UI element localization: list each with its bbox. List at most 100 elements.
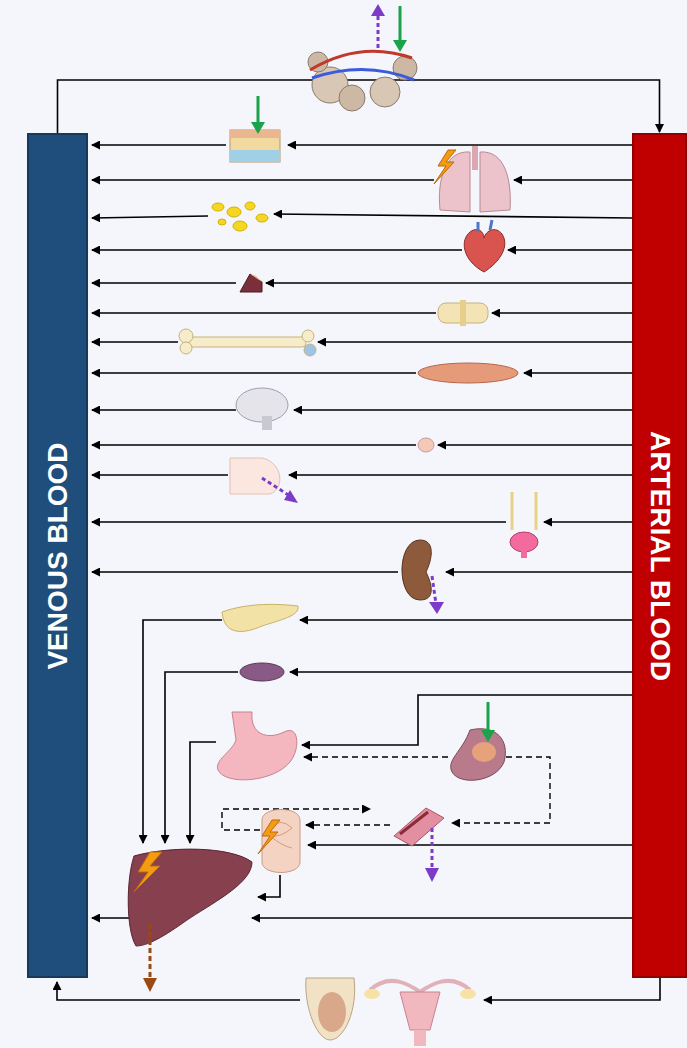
illustration-part [521, 550, 527, 558]
gut-lumen-icon [451, 729, 506, 781]
illustration-part [57, 982, 300, 1000]
illustration-part [143, 620, 222, 843]
illustration-part [370, 981, 470, 992]
lightning [434, 150, 456, 184]
illustration-part [218, 219, 226, 225]
illustration-part [92, 521, 506, 523]
illustration-part [274, 214, 632, 218]
illustration-part [92, 144, 226, 146]
illustration-part [431, 828, 434, 870]
illustration-part [492, 312, 632, 314]
kidney-icon [402, 540, 431, 600]
illustration-part [510, 532, 538, 552]
illustration-part [251, 122, 265, 134]
illustration-part [364, 989, 380, 999]
illustration-part [262, 478, 290, 496]
illustration-part [258, 875, 280, 897]
lightning [258, 820, 280, 854]
illustration-part [544, 521, 632, 523]
alveoli-icon [308, 51, 417, 111]
illustration-part [446, 571, 632, 573]
blood-compartment: ARTERIAL BLOOD [632, 133, 687, 978]
illustration-part [371, 4, 385, 16]
bone-icon [179, 329, 316, 356]
illustration-part [524, 372, 632, 374]
pancreas-icon [222, 604, 298, 631]
illustration-part [300, 619, 632, 621]
illustration-part [514, 179, 632, 181]
illustration-part [92, 249, 462, 251]
illustration-part [92, 474, 228, 476]
illustration-part [294, 409, 632, 411]
illustration-part [508, 249, 632, 251]
illustration-part [233, 221, 247, 231]
illustration-part [425, 868, 439, 882]
illustration-part [149, 924, 152, 980]
illustration-part [179, 329, 193, 343]
illustration-part [308, 844, 632, 846]
muscle-icon [418, 363, 518, 383]
illustration-part [400, 812, 428, 834]
illustration-part [318, 992, 346, 1032]
illustration-part [402, 540, 431, 600]
illustration-part [92, 571, 398, 573]
illustration-part [230, 130, 280, 162]
illustration-part [304, 344, 316, 356]
skin-icon-2 [230, 458, 280, 494]
rest-icon [240, 274, 262, 292]
illustration-part [318, 341, 632, 343]
flow-arrows [57, 145, 660, 1000]
illustration-part [312, 69, 414, 80]
illustration-part [92, 282, 236, 284]
illustration-part [190, 742, 216, 843]
illustration-part [460, 989, 476, 999]
illustration-part [143, 978, 157, 992]
green-in [399, 6, 402, 42]
illustration-part [512, 492, 536, 530]
illustration-part [92, 312, 436, 314]
illustration-part [245, 202, 255, 210]
illustration-part [92, 409, 236, 411]
illustration-part [472, 146, 478, 170]
illustration-part [480, 152, 510, 212]
blood-compartment: VENOUS BLOOD [27, 133, 88, 978]
bladder-icon [510, 492, 538, 558]
illustration-part [478, 220, 492, 232]
illustration-part [92, 372, 416, 374]
purple-out [377, 14, 380, 48]
illustration-part [284, 490, 298, 503]
illustration-part [487, 702, 490, 732]
illustration-part [438, 444, 632, 446]
illustration-part [304, 756, 448, 757]
illustration-part [432, 576, 436, 604]
liver-icon [128, 849, 252, 946]
illustration-part [212, 203, 224, 211]
illustration-part [393, 40, 407, 52]
illustration-part [481, 730, 495, 742]
illustration-part [472, 742, 496, 762]
illustration-part [92, 179, 434, 181]
illustration-part [310, 51, 412, 70]
illustration-part [290, 671, 632, 673]
illustration-part [92, 917, 130, 919]
illustration-part [188, 337, 306, 347]
illustration-part [484, 978, 660, 1000]
illustration-part [262, 416, 272, 430]
illustration-part [230, 130, 280, 138]
illustration-part [429, 602, 444, 614]
gonads-icon [306, 978, 476, 1046]
illustration-part [460, 300, 466, 326]
illustration-part [414, 1030, 426, 1046]
illustration-part [252, 917, 632, 919]
lumen-icon [394, 808, 444, 846]
illustration-part [302, 330, 314, 342]
adipose-icon [212, 202, 268, 231]
skin-icon [230, 130, 280, 162]
illustration-part [230, 150, 280, 162]
illustration-part [289, 474, 632, 476]
illustration-part [464, 230, 505, 272]
illustration-part [400, 992, 440, 1030]
spleen-icon [240, 663, 284, 681]
illustration-part [180, 342, 192, 354]
